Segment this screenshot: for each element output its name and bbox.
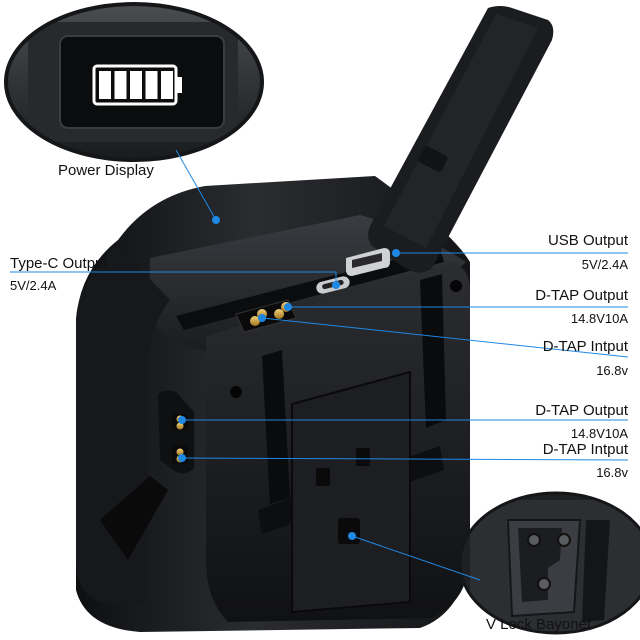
- usb-output-spec: 5V/2.4A: [581, 257, 628, 272]
- type-c-callout: [10, 271, 337, 285]
- dtap-input-side-callout-dot: [178, 454, 186, 462]
- dtap-output-top-callout-dot: [284, 303, 292, 311]
- battery-level-bar: [130, 71, 142, 99]
- power-display-label: Power Display: [58, 162, 154, 179]
- dtap-output-top-label: D-TAP Output: [535, 287, 628, 304]
- power-display-callout: [175, 149, 217, 221]
- battery-level-bar: [99, 71, 111, 99]
- power-display-callout-dot: [212, 216, 220, 224]
- type-c-output-label: Type-C Output: [10, 255, 108, 272]
- v-lock-bayonet-label: V Lock Bayonet: [486, 616, 592, 633]
- power-display-zoom: [4, 2, 264, 162]
- dtap-input-side-spec: 16.8v: [596, 465, 628, 480]
- dtap-input-top-callout-dot: [258, 314, 266, 322]
- battery-body: [76, 176, 470, 632]
- usb-callout-dot: [392, 249, 400, 257]
- type-c-output-spec: 5V/2.4A: [10, 278, 57, 293]
- dtap-output-side-spec: 14.8V10A: [570, 426, 628, 441]
- dtap-input-top-callout: [261, 317, 629, 358]
- battery-level-bar: [114, 71, 127, 99]
- callout-lines: [10, 149, 629, 581]
- dtap-output-top-spec: 14.8V10A: [570, 311, 628, 326]
- usb-output-label: USB Output: [547, 232, 628, 249]
- battery-level-bar: [145, 71, 158, 99]
- v-lock-callout-dot: [348, 532, 356, 540]
- type-c-callout-dot: [332, 281, 340, 289]
- v-lock-callout: [351, 535, 481, 581]
- dtap-input-side-callout: [181, 457, 629, 461]
- dtap-input-top-label: D-TAP Intput: [542, 338, 628, 355]
- battery-level-icon: [92, 64, 182, 106]
- display-lid: [368, 6, 554, 273]
- dtap-output-side-callout-dot: [178, 416, 186, 424]
- vlock-zoom: [458, 491, 640, 635]
- dtap-input-top-spec: 16.8v: [596, 363, 628, 378]
- dtap-output-side-label: D-TAP Output: [535, 402, 628, 419]
- battery-level-bar: [161, 71, 173, 99]
- dtap-input-side-label: D-TAP Intput: [542, 441, 628, 458]
